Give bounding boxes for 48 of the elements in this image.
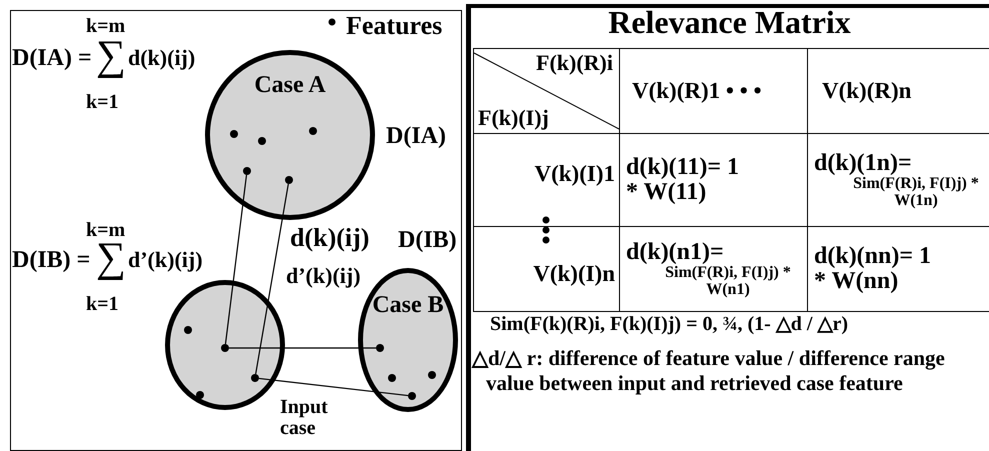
distance-label: d’(k)(ij) <box>286 264 361 288</box>
feature-dot <box>376 344 384 352</box>
sum-symbol: ∑ <box>96 34 126 78</box>
row-header: F(k)(I)j <box>478 106 549 129</box>
formula-text: d(k)(ij) <box>128 46 196 70</box>
feature-dot <box>243 167 251 175</box>
feature-dot <box>221 344 229 352</box>
legend-label: Features <box>346 12 442 40</box>
row-header: V(k)(I)1 <box>534 162 616 186</box>
feature-dot <box>251 374 259 382</box>
matrix-entry: d(k)(1n)= <box>813 150 913 176</box>
feature-dot <box>309 127 317 135</box>
matrix-entry: Sim(F(R)i, F(I)j) * W(n1) <box>665 264 792 298</box>
matrix-entry: Sim(F(R)i, F(I)j) * W(1n) <box>853 176 980 210</box>
note-text: △d/△ r: difference of feature value / difference range value between input and retrieved case feature <box>472 346 946 396</box>
distance-label: D(IA) <box>386 124 446 150</box>
formula-limit: k=1 <box>86 294 119 315</box>
matrix-entry: d(k)(nn)= 1 * W(nn) <box>813 244 932 294</box>
formula-limit: k=m <box>86 16 126 37</box>
connector-line <box>224 174 248 344</box>
feature-dot <box>258 137 266 145</box>
case-label: Case B <box>371 293 445 318</box>
matrix-entry: d(k)(11)= 1 * W(11) <box>625 154 740 206</box>
distance-label: d(k)(ij) <box>290 224 370 252</box>
feature-dot <box>196 391 204 399</box>
formula-text: Sim(F(k)(R)i, F(k)(I)j) = 0, ¾, (1- △d / △r) <box>490 314 848 335</box>
matrix-title: Relevance Matrix <box>607 6 852 40</box>
row-header: V(k)(I)n <box>532 262 616 286</box>
distance-label: D(IB) <box>398 228 457 254</box>
feature-dot <box>184 326 192 334</box>
feature-dot <box>230 130 238 138</box>
column-header: V(k)(R)1 • • • <box>631 78 763 104</box>
case-label: Input case <box>280 397 329 439</box>
connector-line <box>258 378 408 396</box>
column-header: F(k)(R)i <box>536 51 613 74</box>
feature-dot <box>388 374 396 382</box>
formula-text: D(IB) = <box>12 248 90 274</box>
formula-limit: k=1 <box>86 92 119 113</box>
feature-dot <box>285 176 293 184</box>
matrix-entry: d(k)(n1)= <box>625 240 725 265</box>
connector-line <box>229 347 376 349</box>
feature-dot <box>428 371 436 379</box>
column-header: V(k)(R)n <box>821 78 912 104</box>
formula-text: D(IA) = <box>12 46 92 72</box>
formula-text: d’(k)(ij) <box>128 248 203 272</box>
case-label: Case A <box>253 73 327 98</box>
feature-dot <box>408 392 416 400</box>
connector-line <box>255 184 289 374</box>
